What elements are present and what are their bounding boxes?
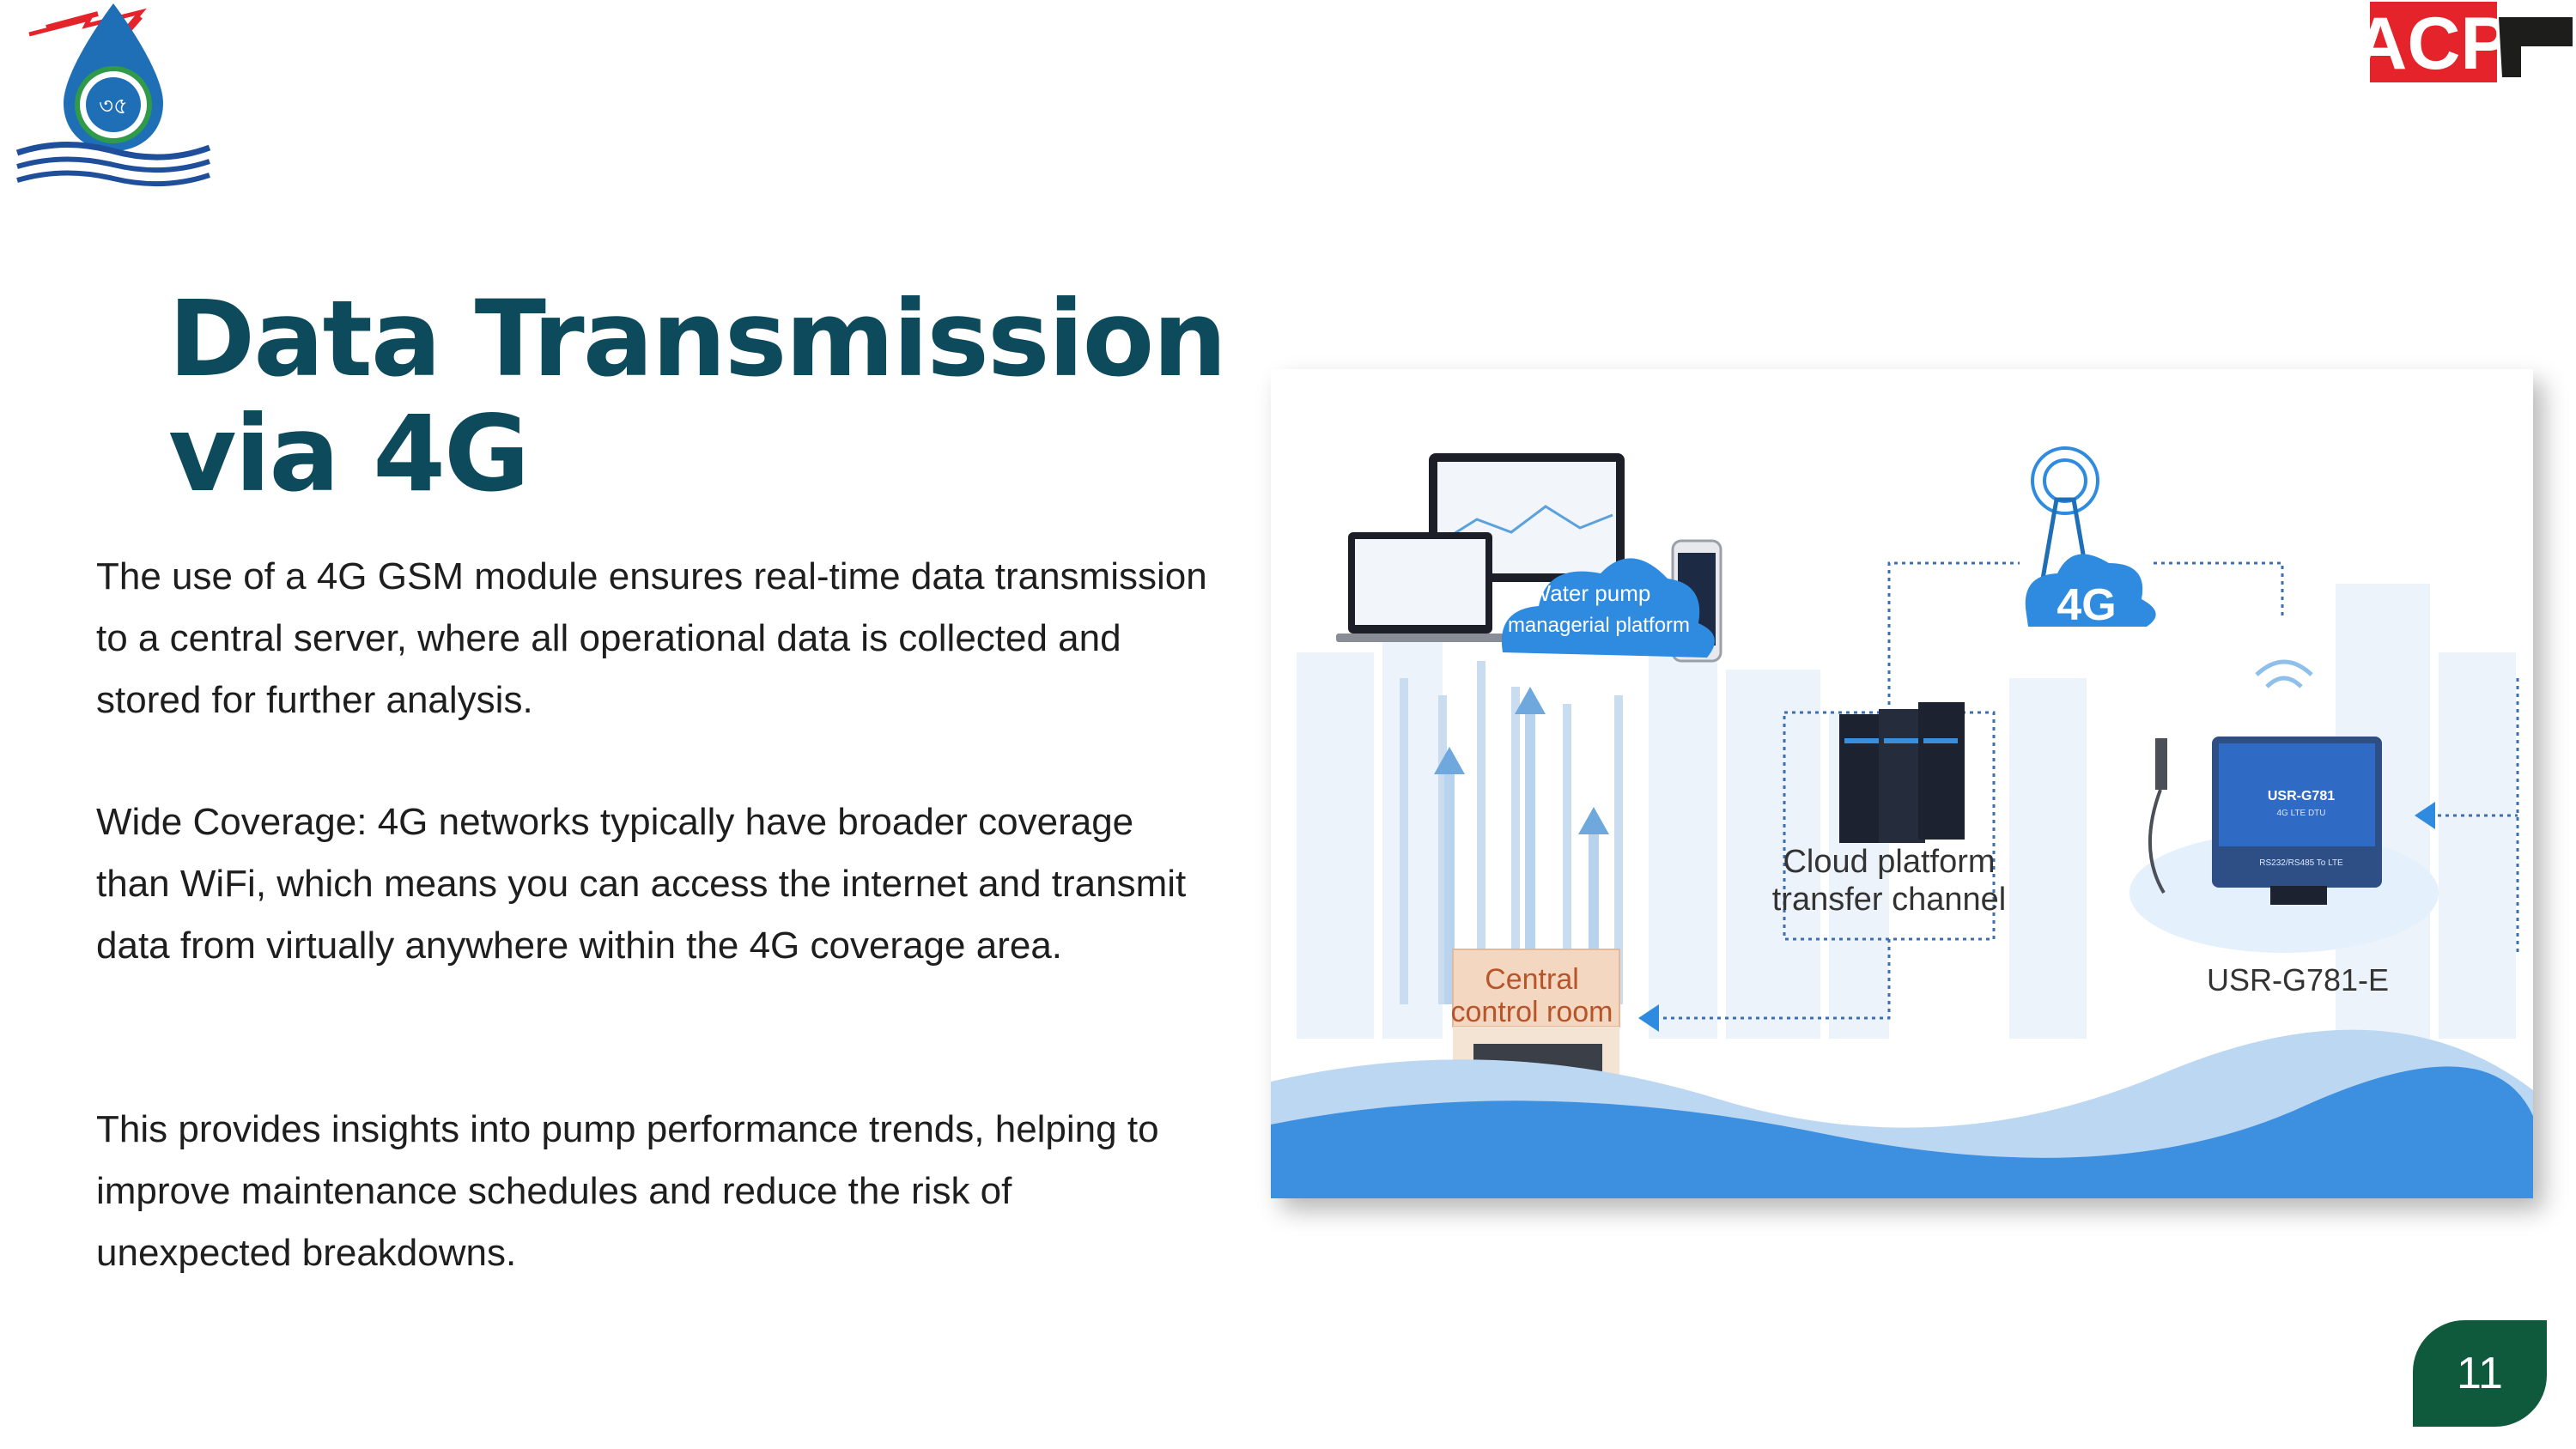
slide-title-line-1: Data Transmission — [168, 278, 1227, 400]
4g-tower: 4G — [2025, 446, 2156, 630]
platform-label-line-1: Water pump — [1530, 580, 1651, 606]
wave-front — [1271, 1066, 2533, 1198]
data-streams — [1400, 661, 1623, 1004]
device-screen-title: USR-G781 — [2268, 789, 2335, 803]
device-port-text: RS232/RS485 To LTE — [2259, 858, 2343, 868]
upload-arrows — [1434, 687, 1609, 1004]
connection-lines — [1637, 561, 2519, 1020]
cloud-channel-label-line-1: Cloud platform — [1783, 844, 1995, 880]
cloud-channel-label-line-2: transfer channel — [1772, 882, 2007, 918]
device-screen-subtitle: 4G LTE DTU — [2276, 809, 2325, 818]
acp-logo: ACP — [2354, 0, 2576, 86]
control-room-label-line-1: Central — [1485, 963, 1579, 996]
platform-label-line-2: managerial platform — [1508, 614, 1690, 637]
slide-title: Data Transmission via 4G — [168, 278, 1227, 515]
control-room-label-line-2: control room — [1451, 996, 1613, 1028]
paragraph-realtime: The use of a 4G GSM module ensures real-… — [96, 555, 1207, 721]
logo-emblem-text: ৩৫ — [99, 94, 128, 119]
device-model-label: USR-G781-E — [2207, 962, 2389, 997]
page-number-badge: 11 — [2413, 1320, 2547, 1427]
organization-logo: ৩৫ — [12, 0, 215, 206]
paragraph-insights: This provides insights into pump perform… — [96, 1108, 1159, 1274]
acp-logo-text: ACP — [2370, 3, 2510, 85]
arrow-to-device — [2415, 802, 2435, 829]
cloud-4g-label: 4G — [2057, 580, 2116, 630]
usr-g781-device: USR-G781 4G LTE DTU RS232/RS485 To LTE — [2129, 659, 2439, 953]
water-pump-cloud: Water pump managerial platform — [1501, 558, 1715, 658]
paragraph-coverage: Wide Coverage: 4G networks typically hav… — [96, 801, 1187, 967]
slide-title-line-2: via 4G — [168, 393, 530, 515]
transmission-diagram: Water pump managerial platform 4G — [1271, 369, 2533, 1198]
city-skyline — [1297, 584, 2516, 1039]
arrow-to-control-room — [1638, 1004, 1659, 1032]
server-rack — [1839, 702, 1965, 843]
